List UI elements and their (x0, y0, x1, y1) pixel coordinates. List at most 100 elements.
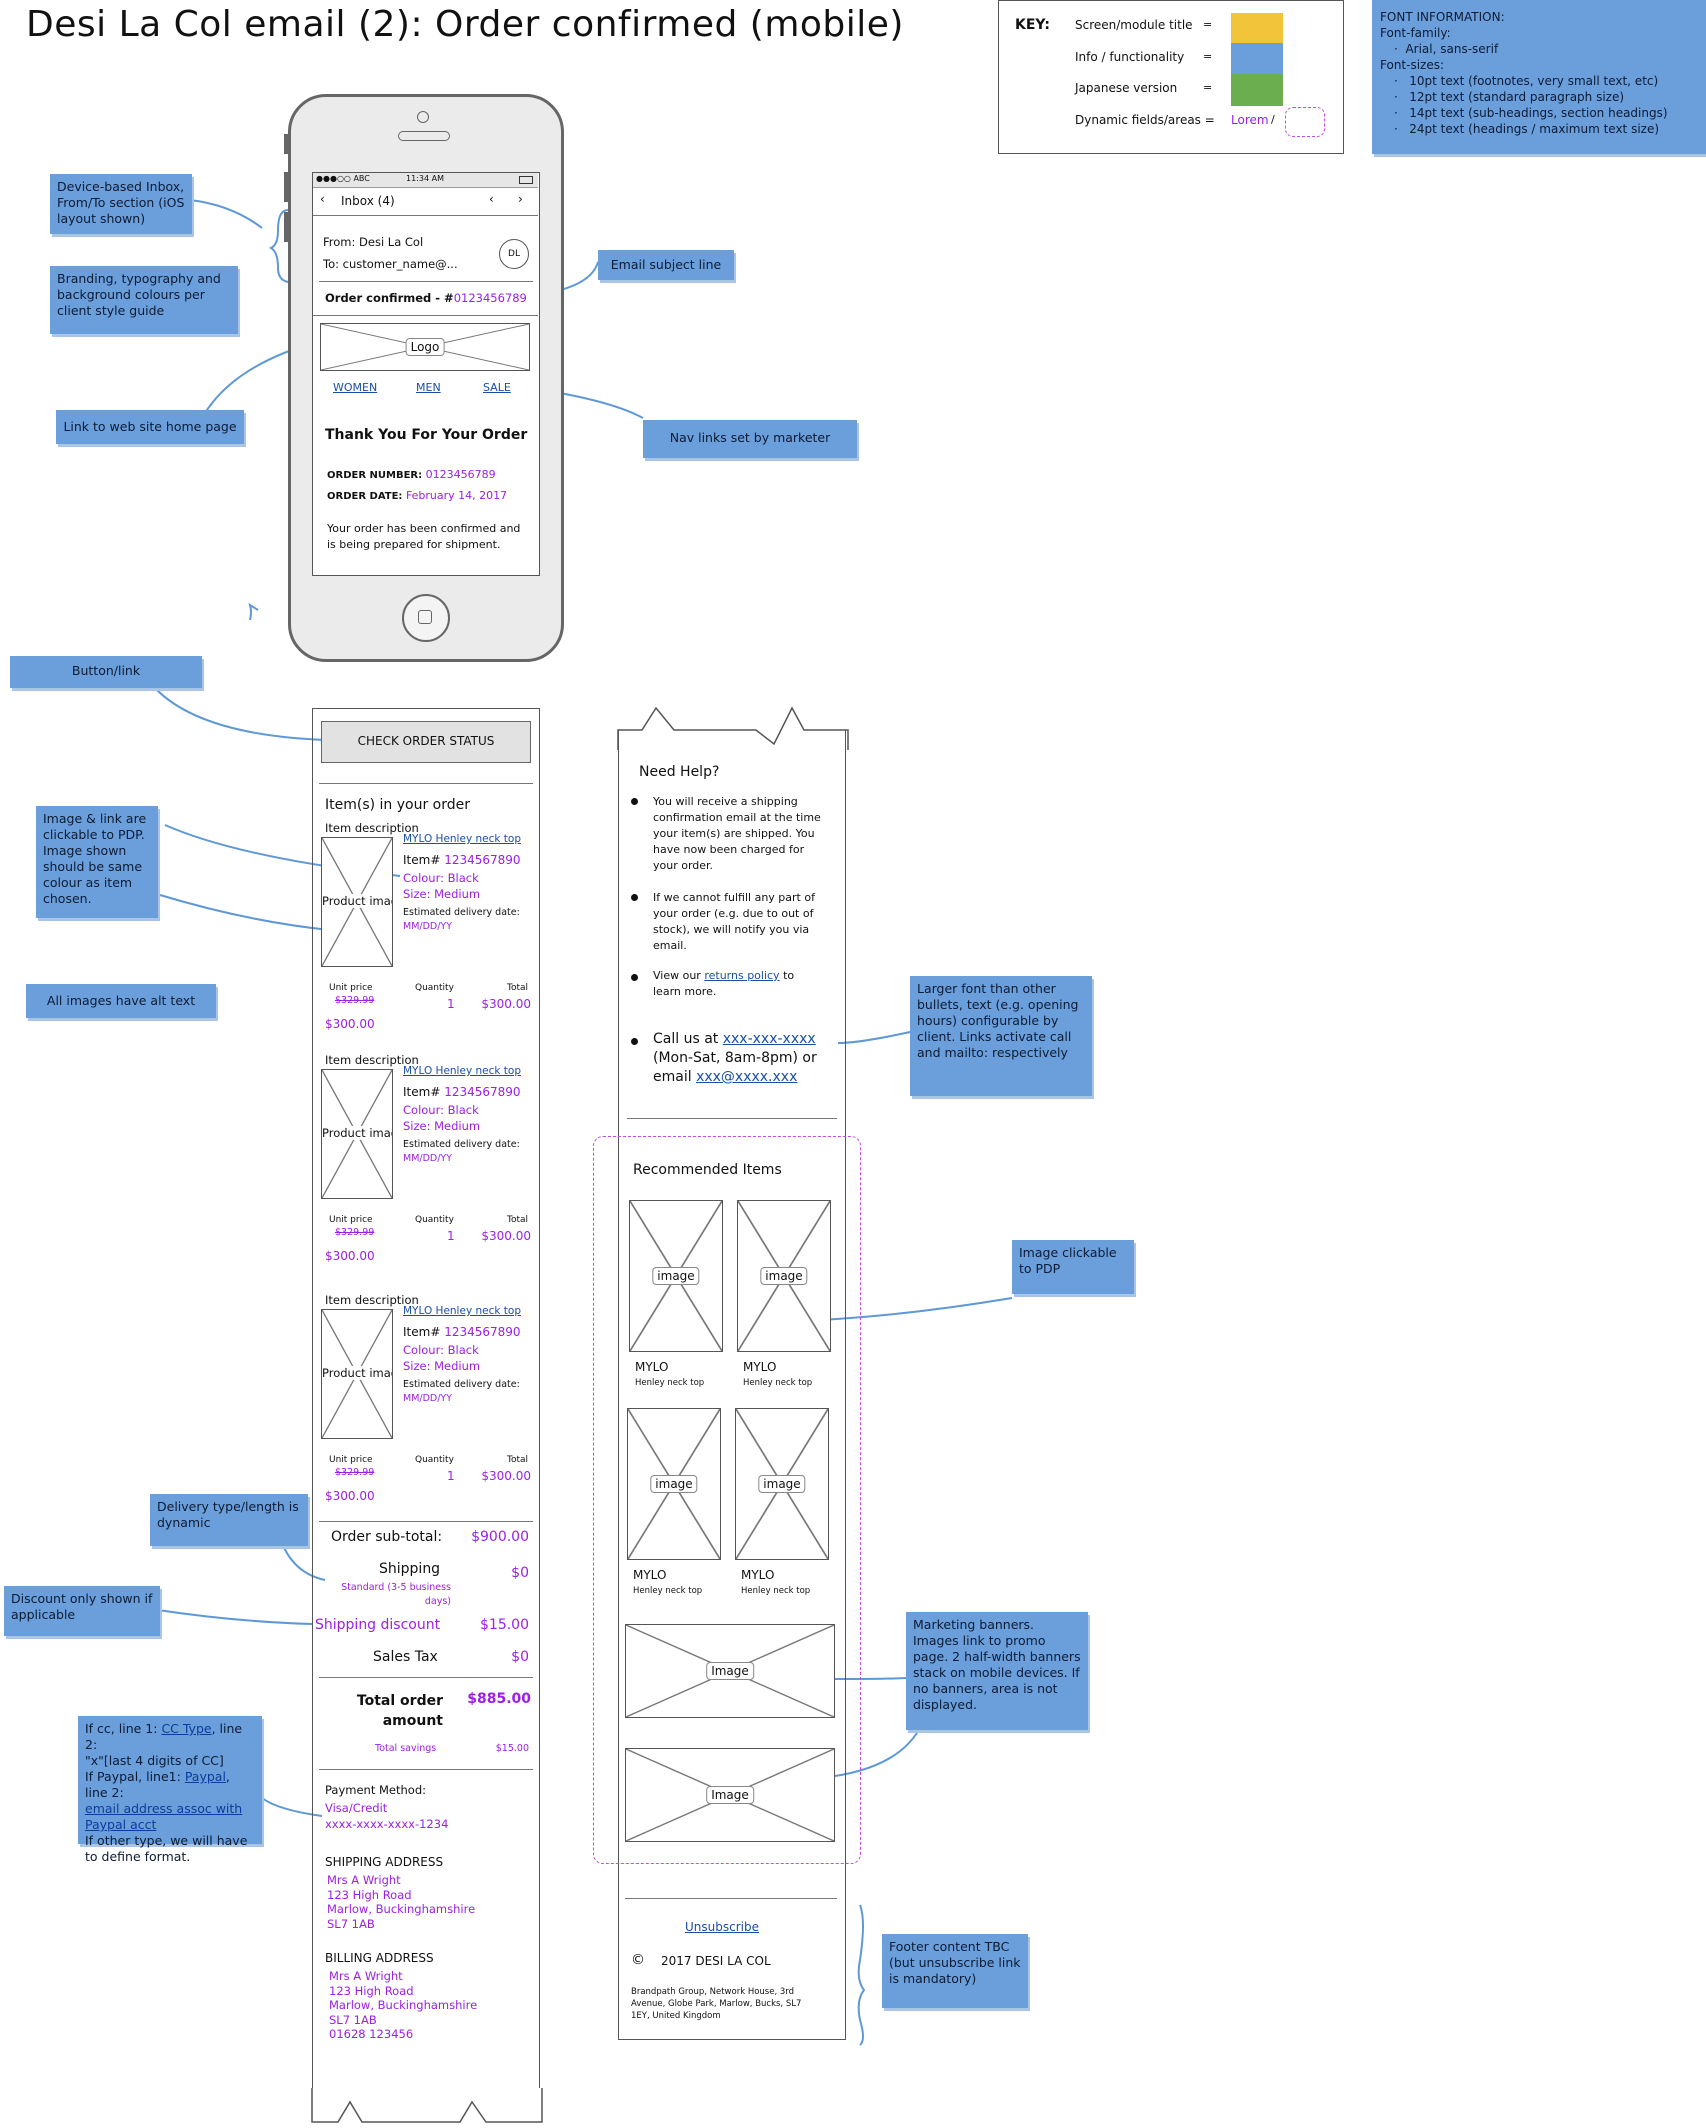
address-line: 01628 123456 (329, 2027, 414, 2041)
item-description: Item description (325, 1053, 419, 1067)
page-title: Desi La Col email (2): Order confirmed (… (26, 4, 904, 45)
note-image-link: Image & link are clickable to PDP. Image… (36, 806, 158, 918)
item-size: Size: Medium (403, 887, 481, 901)
logo-image[interactable]: Logo (320, 323, 530, 371)
key-label: KEY: (1015, 17, 1050, 33)
recommended-name: Henley neck top (741, 1586, 811, 1596)
help-text: email (653, 1069, 697, 1085)
bullet (631, 1038, 638, 1045)
font-info-note: FONT INFORMATION: Font-family: · Arial, … (1372, 0, 1706, 154)
phone-link[interactable]: xxx-xxx-xxxx (722, 1031, 816, 1047)
note-discount: Discount only shown if applicable (4, 1586, 160, 1636)
item-total: $300.00 (481, 997, 531, 1011)
font-family: · Arial, sans-serif (1394, 42, 1499, 56)
unsubscribe-link[interactable]: Unsubscribe (685, 1920, 759, 1934)
key-box: KEY: Screen/module title = Info / functi… (998, 0, 1344, 154)
order-date-row: ORDER DATE: February 14, 2017 (327, 489, 507, 502)
product-image[interactable]: Product image (321, 1069, 393, 1199)
key-swatch-green (1231, 74, 1283, 106)
font-size-item: · 24pt text (headings / maximum text siz… (1394, 122, 1660, 136)
product-name-link[interactable]: MYLO Henley neck top (403, 1305, 522, 1317)
recommended-name: Henley neck top (633, 1586, 703, 1596)
font-size-text: 24pt text (headings / maximum text size) (1409, 122, 1660, 136)
total-value: $885.00 (467, 1691, 531, 1707)
note-marketing: Marketing banners. Images link to promo … (906, 1612, 1088, 1730)
item-price: $300.00 (325, 1489, 375, 1503)
product-name-link[interactable]: MYLO Henley neck top (403, 1065, 522, 1077)
recommended-image[interactable]: image (627, 1408, 721, 1560)
note-inbox: Device-based Inbox, From/To section (iOS… (50, 174, 192, 234)
subject-prefix: Order confirmed - # (325, 291, 454, 305)
item-number-label: Item# (403, 1085, 445, 1099)
quantity-label: Quantity (415, 1455, 454, 1465)
battery-icon (519, 176, 533, 184)
email-link[interactable]: xxx@xxxx.xxx (696, 1069, 798, 1085)
chevron-left-icon[interactable]: ‹ (320, 192, 325, 206)
product-image[interactable]: Product image (321, 1309, 393, 1439)
total-label: Total (507, 983, 529, 993)
product-image-label: Product image (322, 1126, 392, 1140)
nav-link-women[interactable]: WOMEN (333, 381, 378, 394)
note-link-paypal: Paypal (184, 1769, 226, 1784)
phone-side-button (284, 212, 288, 242)
inbox-label[interactable]: Inbox (4) (341, 194, 395, 208)
item-number: Item# 1234567890 (403, 853, 521, 867)
unit-price-label: Unit price (329, 1455, 373, 1465)
unit-price-label: Unit price (329, 983, 373, 993)
order-message: Your order has been confirmed and is bei… (327, 522, 521, 551)
product-name-link[interactable]: MYLO Henley neck top (403, 833, 522, 845)
key-row-info: Info / functionality (1075, 50, 1185, 64)
recommended-brand: MYLO (633, 1568, 667, 1582)
next-icon[interactable]: › (518, 192, 523, 206)
help-text: to learn more. (653, 969, 795, 998)
savings-value: $15.00 (495, 1743, 529, 1754)
shipping-value: $0 (511, 1565, 529, 1581)
note-delivery: Delivery type/length is dynamic (150, 1494, 308, 1546)
recommended-image-label: image (758, 1475, 806, 1493)
recommended-image[interactable]: image (735, 1408, 829, 1560)
note-link-cc-type: CC Type (161, 1721, 212, 1736)
status-time: 11:34 AM (406, 174, 444, 183)
marketing-banner-2[interactable]: Image (625, 1748, 835, 1842)
key-eq: = (1203, 81, 1213, 94)
quantity-label: Quantity (415, 1215, 454, 1225)
discount-label: Shipping discount (315, 1617, 441, 1633)
check-order-status-button[interactable]: CHECK ORDER STATUS (321, 721, 531, 763)
item-number-value: 1234567890 (444, 1085, 521, 1099)
copyright-icon: © (631, 1952, 645, 1968)
help-bullet-2: If we cannot fulfill any part of your or… (653, 891, 815, 952)
note-home-link: Link to web site home page (56, 410, 244, 444)
note-payment-line: If other type, we will have to define fo… (85, 1833, 248, 1864)
font-size-item: · 12pt text (standard paragraph size) (1394, 90, 1625, 104)
prev-icon[interactable]: ‹ (489, 192, 494, 206)
banner-label: Image (706, 1662, 754, 1680)
need-help-heading: Need Help? (639, 764, 720, 780)
note-larger-font: Larger font than other bullets, text (e.… (910, 976, 1092, 1096)
nav-link-men[interactable]: MEN (416, 381, 441, 394)
product-image-label: Product image (322, 1366, 392, 1380)
banner-label: Image (706, 1786, 754, 1804)
original-price: $329.99 (335, 1227, 375, 1238)
product-image[interactable]: Product image (321, 837, 393, 967)
item-number-value: 1234567890 (444, 853, 521, 867)
recommended-name: Henley neck top (635, 1378, 705, 1388)
note-payment-line: If Paypal, line1: Paypal, line 2: (85, 1769, 255, 1801)
nav-link-sale[interactable]: SALE (483, 381, 511, 394)
original-price: $329.99 (335, 1467, 375, 1478)
total-label: Total (507, 1455, 529, 1465)
recommended-image[interactable]: image (737, 1200, 831, 1352)
subject-line: Order confirmed - #0123456789 (325, 291, 527, 305)
phone-camera (417, 111, 429, 123)
payment-type: Visa/Credit (325, 1801, 388, 1815)
order-number-row: ORDER NUMBER: 0123456789 (327, 468, 496, 481)
item-quantity: 1 (447, 1229, 455, 1243)
bullet (631, 974, 638, 981)
recommended-image[interactable]: image (629, 1200, 723, 1352)
marketing-banner-1[interactable]: Image (625, 1624, 835, 1718)
recommended-image-label: image (650, 1475, 698, 1493)
shipping-type: Standard (3-5 business days) (341, 1582, 451, 1607)
help-bullet-3: View our returns policy to learn more. (653, 968, 823, 1000)
address-line: Mrs A Wright (329, 1969, 403, 1983)
returns-policy-link[interactable]: returns policy (704, 969, 780, 982)
